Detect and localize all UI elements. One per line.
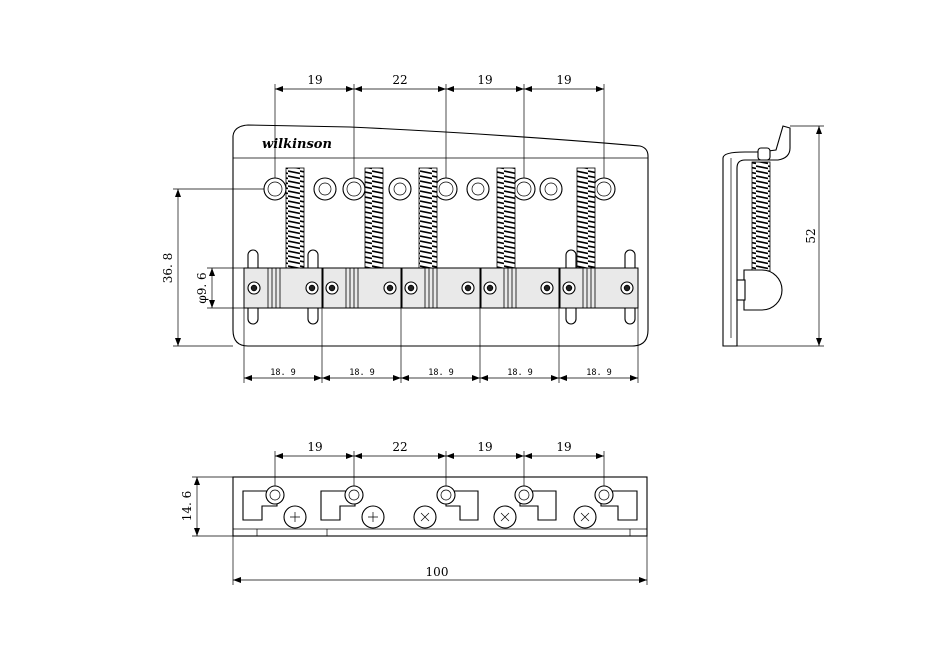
saddle-dim-2: 18. 9 [349,368,375,378]
side-spring [751,161,771,275]
top-dim-2: 22 [392,73,407,87]
front-dim-1: 19 [307,440,322,454]
front-spacing-dims: 19 22 19 19 [274,440,605,486]
brand-logo: wilkinson [262,137,332,152]
front-width-dim: 100 [426,565,449,579]
top-dim-4: 19 [556,73,571,87]
saddle-dim-1: 18. 9 [270,368,296,378]
phillips-screws [283,505,597,529]
saddles [243,267,639,309]
height-dim: 36. 8 [161,253,175,284]
side-saddle [743,269,783,311]
side-profile [722,125,791,347]
front-height-dim: 14. 6 [180,491,194,522]
side-screw-head [757,147,771,161]
saddle-dim-4: 18. 9 [507,368,533,378]
diameter-dim: φ9. 6 [195,272,209,303]
side-height-dim: 52 [804,228,818,243]
top-dim-3: 19 [477,73,492,87]
saddle-dim-3: 18. 9 [428,368,454,378]
saddle-width-dims: 18. 9 18. 9 18. 9 18. 9 18. 9 [243,268,639,383]
front-view: 19 22 19 19 14. 6 100 [180,440,648,585]
front-dim-2: 22 [392,440,407,454]
top-view: wilkinson [161,73,649,383]
top-spacing-dims: 19 22 19 19 [274,73,605,178]
saddle-dim-5: 18. 9 [586,368,612,378]
front-dim-4: 19 [556,440,571,454]
front-dim-3: 19 [477,440,492,454]
mounting-holes [313,177,563,201]
intonation-springs [285,167,596,271]
top-left-dims: 36. 8 φ9. 6 [161,188,264,347]
top-dim-1: 19 [307,73,322,87]
side-view: 52 [722,125,824,347]
